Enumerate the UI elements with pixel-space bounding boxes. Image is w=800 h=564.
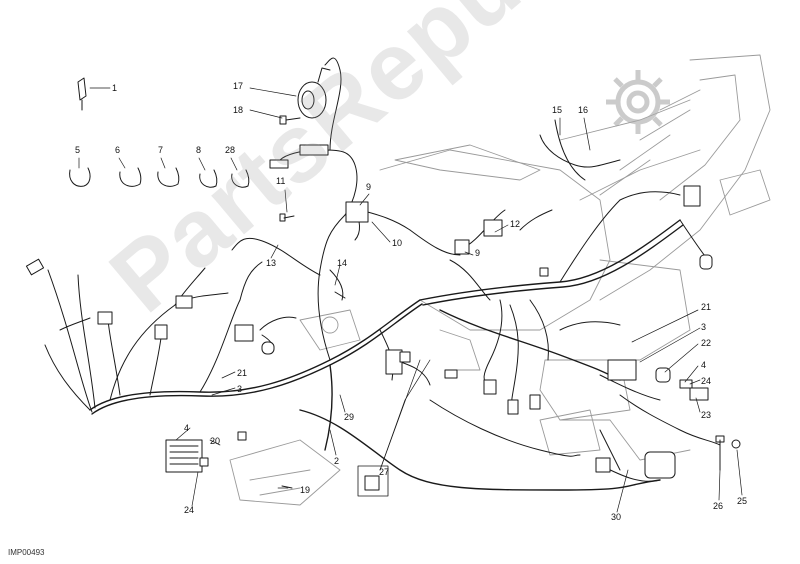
callout-9-lower: 9 [475, 248, 481, 258]
callout-14: 14 [337, 258, 348, 268]
callout-13: 13 [266, 258, 277, 268]
upper-branches [231, 57, 461, 386]
callout-9-upper: 9 [366, 182, 372, 192]
horn-part [297, 67, 331, 119]
callout-1: 1 [112, 83, 118, 93]
callout-27-box [357, 465, 389, 497]
connectors [25, 144, 713, 491]
callout-27: 27 [379, 467, 390, 477]
callout-28: 28 [225, 145, 236, 155]
loose-parts [69, 77, 741, 489]
callout-24-right: 24 [701, 376, 712, 386]
callout-10: 10 [392, 238, 403, 248]
image-code: IMP00493 [8, 548, 45, 557]
callout-24-left: 24 [184, 505, 195, 515]
left-branches [44, 261, 297, 413]
callout-5: 5 [75, 145, 81, 155]
callout-26: 26 [713, 501, 724, 511]
callout-4-left: 4 [184, 423, 190, 433]
callout-22: 22 [701, 338, 712, 348]
callout-20: 20 [210, 436, 221, 446]
callout-29: 29 [344, 412, 355, 422]
callout-11: 11 [276, 176, 286, 186]
callout-23: 23 [701, 410, 712, 420]
callout-19: 19 [300, 485, 311, 495]
callout-17: 17 [233, 81, 244, 91]
callout-15: 15 [552, 105, 563, 115]
callout-18: 18 [233, 105, 244, 115]
callout-30: 30 [611, 512, 622, 522]
callout-8: 8 [196, 145, 202, 155]
callout-2: 2 [334, 456, 340, 466]
callout-21-right: 21 [701, 302, 712, 312]
right-branches [429, 191, 721, 482]
callout-3-right: 3 [701, 322, 707, 332]
callout-25: 25 [737, 496, 748, 506]
module-fins [169, 445, 199, 465]
callout-12: 12 [510, 219, 521, 229]
callout-4-right: 4 [701, 360, 707, 370]
callout-16: 16 [578, 105, 589, 115]
callout-3-left: 3 [237, 384, 243, 394]
callout-7: 7 [158, 145, 164, 155]
leader-lines [78, 87, 743, 513]
callout-21-left: 21 [237, 368, 248, 378]
callout-6: 6 [115, 145, 121, 155]
